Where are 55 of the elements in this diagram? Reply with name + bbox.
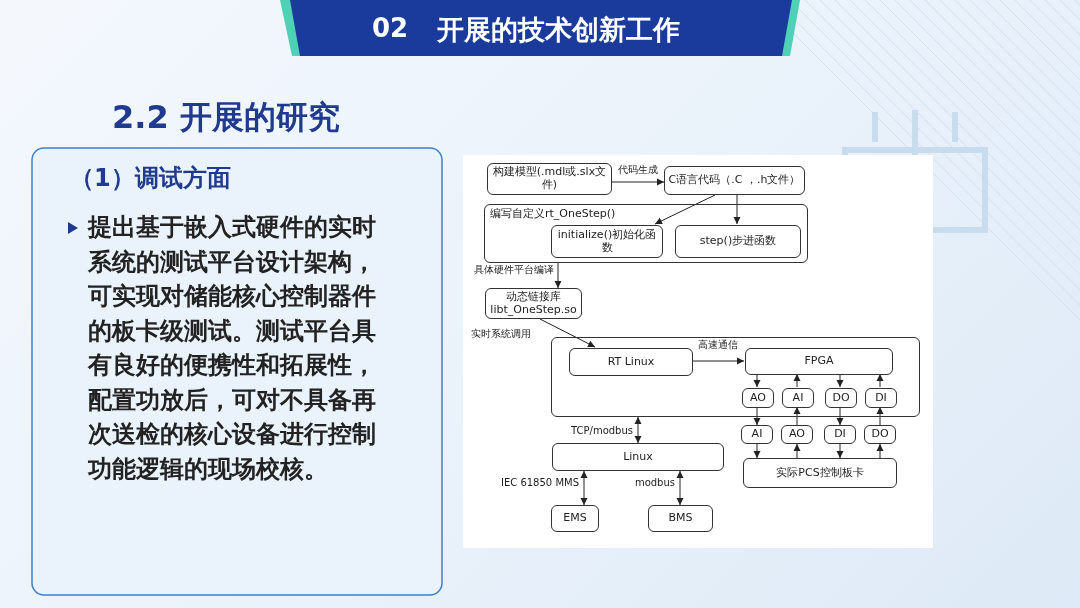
process-box: RT Linux (569, 348, 693, 376)
page-title: 开展的技术创新工作 (437, 13, 680, 47)
arrow (836, 373, 844, 388)
group-heading: 编写自定义rt_OneStep() (490, 208, 616, 221)
process-box: AI (741, 425, 773, 444)
panel-heading: （1）调试方面 (70, 163, 231, 194)
arrow (634, 416, 642, 444)
process-box: EMS (551, 505, 599, 532)
process-box: DO (825, 388, 857, 408)
arrow (876, 443, 884, 459)
process-box: FPGA (745, 348, 893, 375)
edge-label: IEC 61850 MMS (499, 477, 580, 488)
edge-label: 实时系统调用 (470, 328, 532, 339)
process-box: Linux (552, 443, 724, 471)
arrow (539, 318, 596, 348)
arrow (876, 373, 884, 388)
process-box: 实际PCS控制板卡 (743, 458, 897, 488)
process-box: AO (742, 388, 774, 408)
group-box (551, 337, 920, 417)
arrow (733, 194, 741, 225)
arrow (554, 262, 562, 289)
edge-label: TCP/modbus (570, 425, 634, 436)
edge-label: 具体硬件平台编译 (473, 264, 555, 275)
process-box: 动态链接库 libt_OneStep.so (485, 288, 582, 319)
arrow (836, 443, 844, 459)
process-box: AO (781, 425, 813, 444)
process-box: DI (865, 388, 897, 408)
arrow (753, 443, 761, 459)
process-box: C语言代码（.C ，.h文件） (664, 166, 805, 195)
arrow (793, 373, 801, 388)
arrow (753, 373, 761, 388)
section-heading: 2.2 开展的研究 (112, 97, 340, 138)
process-box: 构建模型(.mdl或.slx文件) (487, 163, 612, 195)
arrow (876, 406, 884, 426)
arrow (793, 443, 801, 459)
body-paragraph: 提出基于嵌入式硬件的实时系统的测试平台设计架构，可实现对储能核心控制器件的板卡级测试。测试平台具有良好的便携性和拓展性，配置功放后，可对不具备再次送检的核心设备进行控制功能逻辑的现场校核。 (88, 212, 377, 485)
section-number: 02 (372, 13, 409, 43)
arrow (654, 194, 716, 225)
arrow (611, 178, 665, 186)
arrow (836, 406, 844, 426)
process-box: BMS (648, 505, 713, 532)
arrow (676, 470, 684, 506)
process-box: initialize()初始化函数 (551, 225, 663, 258)
arrow (580, 470, 588, 506)
edge-label: 代码生成 (617, 164, 659, 175)
process-box: DI (824, 425, 856, 444)
edge-label: 高速通信 (697, 339, 739, 350)
edge-label: modbus (633, 477, 676, 488)
process-box: AI (782, 388, 814, 408)
arrow (793, 406, 801, 426)
arrow (753, 406, 761, 426)
arrow (691, 357, 745, 365)
group-box (484, 204, 808, 263)
process-box: DO (864, 425, 896, 444)
process-box: step()步进函数 (675, 225, 801, 258)
